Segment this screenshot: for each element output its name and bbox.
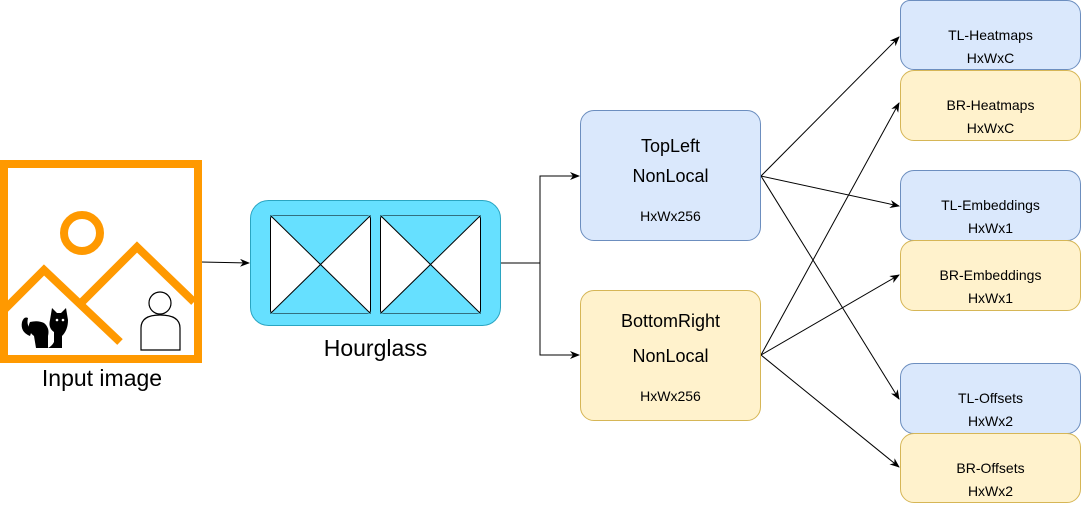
arrow-hourglass-to-topleft (501, 172, 580, 264)
br-offsets-node: BR-Offsets HxWx2 (900, 433, 1081, 503)
tl-embeddings-node: TL-Embeddings HxWx1 (900, 170, 1081, 241)
arrow-tl-to-tl-embeddings (760, 175, 900, 208)
topleft-nonlocal-node: TopLeft NonLocal HxWx256 (580, 110, 761, 241)
topleft-subtitle: NonLocal (632, 166, 709, 186)
br-heatmaps-title: BR-Heatmaps (946, 97, 1035, 113)
arrow-br-to-br-embeddings (760, 274, 900, 356)
br-embeddings-shape: HxWx1 (967, 290, 1014, 306)
tl-heatmaps-node: TL-Heatmaps HxWxC (900, 0, 1081, 70)
arrow-br-to-br-heatmaps (760, 102, 900, 356)
person-icon (140, 291, 181, 351)
br-heatmaps-shape: HxWxC (966, 120, 1015, 136)
tl-offsets-shape: HxWx2 (967, 413, 1014, 429)
arrow-br-to-br-offsets (760, 354, 900, 468)
br-offsets-title: BR-Offsets (956, 460, 1025, 476)
hourglass-module-1 (270, 215, 371, 314)
hourglass-label: Hourglass (323, 335, 428, 361)
cat-icon (21, 308, 68, 348)
hourglass-block (250, 200, 501, 326)
br-embeddings-title: BR-Embeddings (939, 267, 1042, 283)
tl-offsets-title: TL-Offsets (957, 390, 1024, 406)
bottomright-shape: HxWx256 (640, 388, 701, 404)
arrow-input-to-hourglass (200, 258, 250, 267)
input-image-label: Input image (41, 365, 163, 391)
bottomright-nonlocal-node: BottomRight NonLocal HxWx256 (580, 290, 761, 421)
br-offsets-shape: HxWx2 (967, 483, 1014, 499)
topleft-title: TopLeft (640, 136, 701, 156)
br-heatmaps-node: BR-Heatmaps HxWxC (900, 70, 1081, 141)
br-embeddings-node: BR-Embeddings HxWx1 (900, 240, 1081, 311)
input-image-icon (0, 160, 204, 365)
bottomright-title: BottomRight (620, 311, 721, 331)
tl-heatmaps-shape: HxWxC (966, 50, 1015, 66)
bottomright-subtitle: NonLocal (632, 346, 709, 366)
arrow-tl-to-tl-offsets (760, 175, 900, 400)
topleft-shape: HxWx256 (640, 208, 701, 224)
tl-embeddings-title: TL-Embeddings (941, 197, 1040, 213)
arrow-tl-to-tl-heatmaps (760, 36, 900, 177)
arrow-hourglass-to-bottomright (501, 262, 580, 359)
tl-embeddings-shape: HxWx1 (967, 220, 1014, 236)
hourglass-module-2 (380, 215, 481, 314)
tl-offsets-node: TL-Offsets HxWx2 (900, 363, 1081, 434)
tl-heatmaps-title: TL-Heatmaps (948, 27, 1033, 43)
